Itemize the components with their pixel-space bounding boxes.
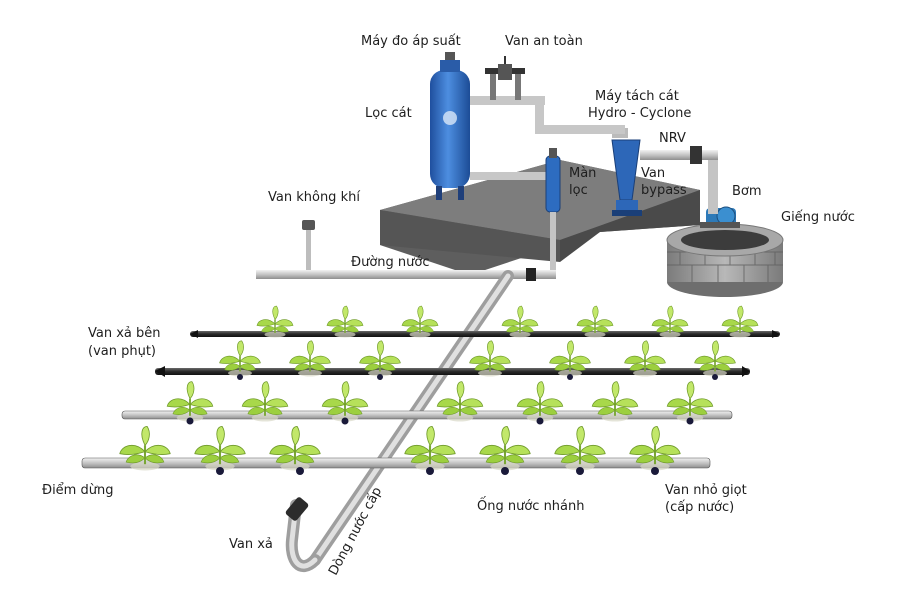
label-main-line: Đường nước	[351, 255, 430, 270]
drippers	[186, 374, 718, 475]
label-hydrocyclone-line1: Máy tách cát	[595, 89, 679, 104]
supply-line	[285, 270, 514, 572]
label-hydrocyclone-line2: Hydro - Cyclone	[588, 106, 692, 121]
label-pressure-gauge: Máy đo áp suất	[361, 34, 461, 49]
safety-valve	[485, 56, 525, 100]
upper-pipe	[470, 96, 625, 134]
air-valve	[302, 220, 315, 273]
label-sand-filter: Lọc cát	[365, 106, 412, 121]
label-dripper-line2: (cấp nước)	[665, 500, 735, 515]
lateral-pipe-4	[81, 457, 711, 469]
label-nrv: NRV	[659, 131, 686, 146]
screen-filter	[545, 148, 561, 272]
label-bypass-line1: Van	[641, 166, 666, 181]
label-well: Giếng nước	[781, 210, 855, 225]
lateral-pipe-3	[121, 410, 733, 420]
label-screen-filter-line1: Màn	[569, 166, 597, 181]
hydrocyclone	[611, 128, 642, 216]
main-water-line	[256, 268, 556, 281]
label-screen-filter-line2: lọc	[569, 183, 588, 198]
label-bypass-line2: bypass	[641, 183, 687, 198]
filter-link-pipe	[470, 172, 560, 180]
label-safety-valve: Van an toàn	[505, 34, 583, 49]
label-flush-valve: Van xả	[229, 537, 273, 552]
label-branch-pipe: Ống nước nhánh	[477, 499, 585, 514]
label-air-valve: Van không khí	[268, 190, 360, 205]
label-lateral-valve-line1: Van xả bên	[88, 326, 161, 341]
flush-valve	[285, 497, 309, 521]
well	[666, 223, 784, 297]
label-end-stop: Điểm dừng	[42, 483, 114, 498]
label-pump: Bơm	[732, 184, 762, 199]
pump-discharge-pipe	[640, 146, 718, 214]
label-lateral-valve-line2: (van phụt)	[88, 344, 157, 359]
label-dripper-line1: Van nhỏ giọt	[665, 483, 747, 498]
pump	[700, 206, 740, 228]
sand-filter	[430, 52, 470, 200]
